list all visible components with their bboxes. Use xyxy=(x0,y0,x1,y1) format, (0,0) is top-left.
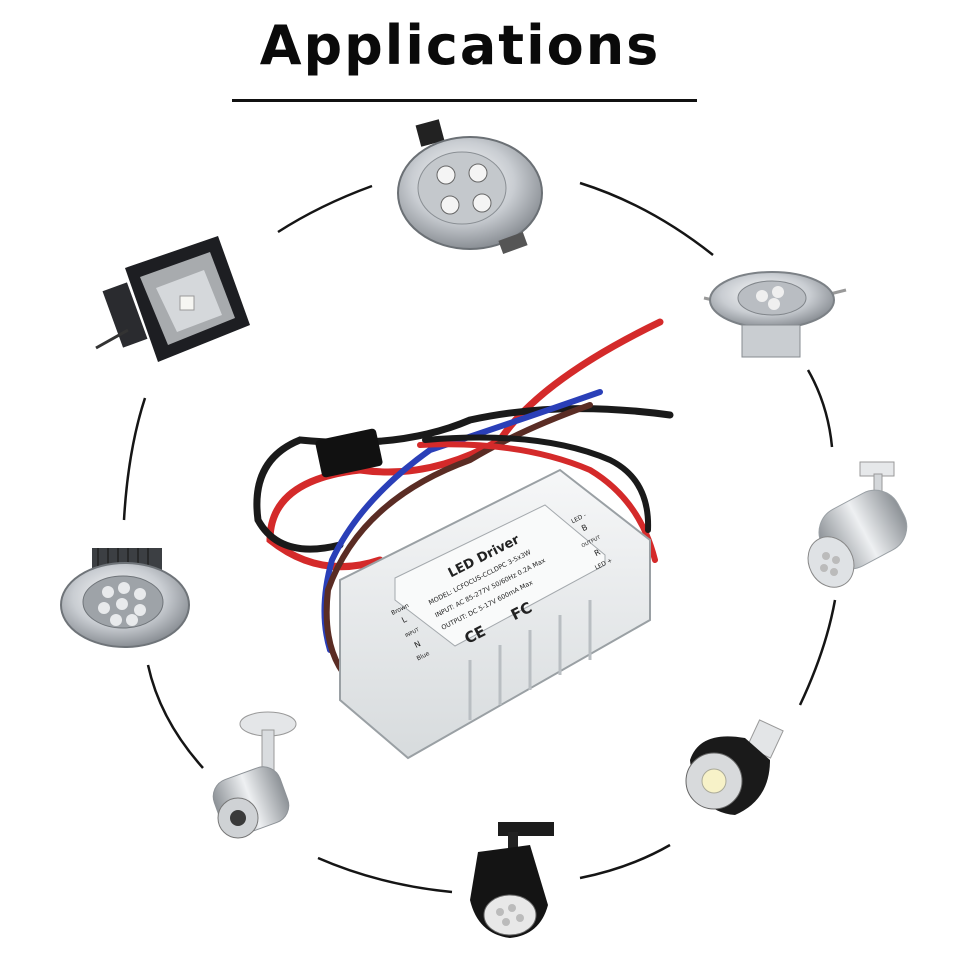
arc-left-lower xyxy=(146,664,204,769)
gu10-bulb-icon xyxy=(685,719,784,815)
led-driver-unit: LED Driver MODEL: LCFOCUS-CCLDPC 3-5x3W … xyxy=(339,468,651,760)
wire-connector xyxy=(315,428,383,478)
track-spot-right-icon xyxy=(807,461,908,588)
wire-black-b xyxy=(422,434,652,533)
arc-right-lower xyxy=(798,599,837,706)
left-l-label: L xyxy=(400,615,409,625)
wire-red xyxy=(266,318,664,571)
arc-top-right xyxy=(579,181,714,256)
right-r-label: R xyxy=(593,547,602,558)
arc-top-left xyxy=(277,184,373,234)
page-title: Applications xyxy=(259,14,661,77)
arc-left-upper xyxy=(122,397,147,521)
right-b-label: B xyxy=(580,523,589,534)
left-n-label: N xyxy=(413,639,422,650)
downlight-right-icon xyxy=(703,271,847,358)
wire-red-b xyxy=(417,441,658,563)
title-underline xyxy=(232,99,697,102)
downlight-top-icon xyxy=(397,119,543,255)
arc-bottom-right xyxy=(579,843,671,880)
arc-bottom-left xyxy=(317,856,453,894)
wall-spot-icon xyxy=(212,711,297,839)
flood-light-icon xyxy=(95,236,250,362)
recessed-multi-led-icon xyxy=(60,548,190,648)
arc-right-upper xyxy=(806,369,834,448)
track-spot-bottom-icon xyxy=(470,822,554,938)
connector-circle xyxy=(122,181,837,894)
